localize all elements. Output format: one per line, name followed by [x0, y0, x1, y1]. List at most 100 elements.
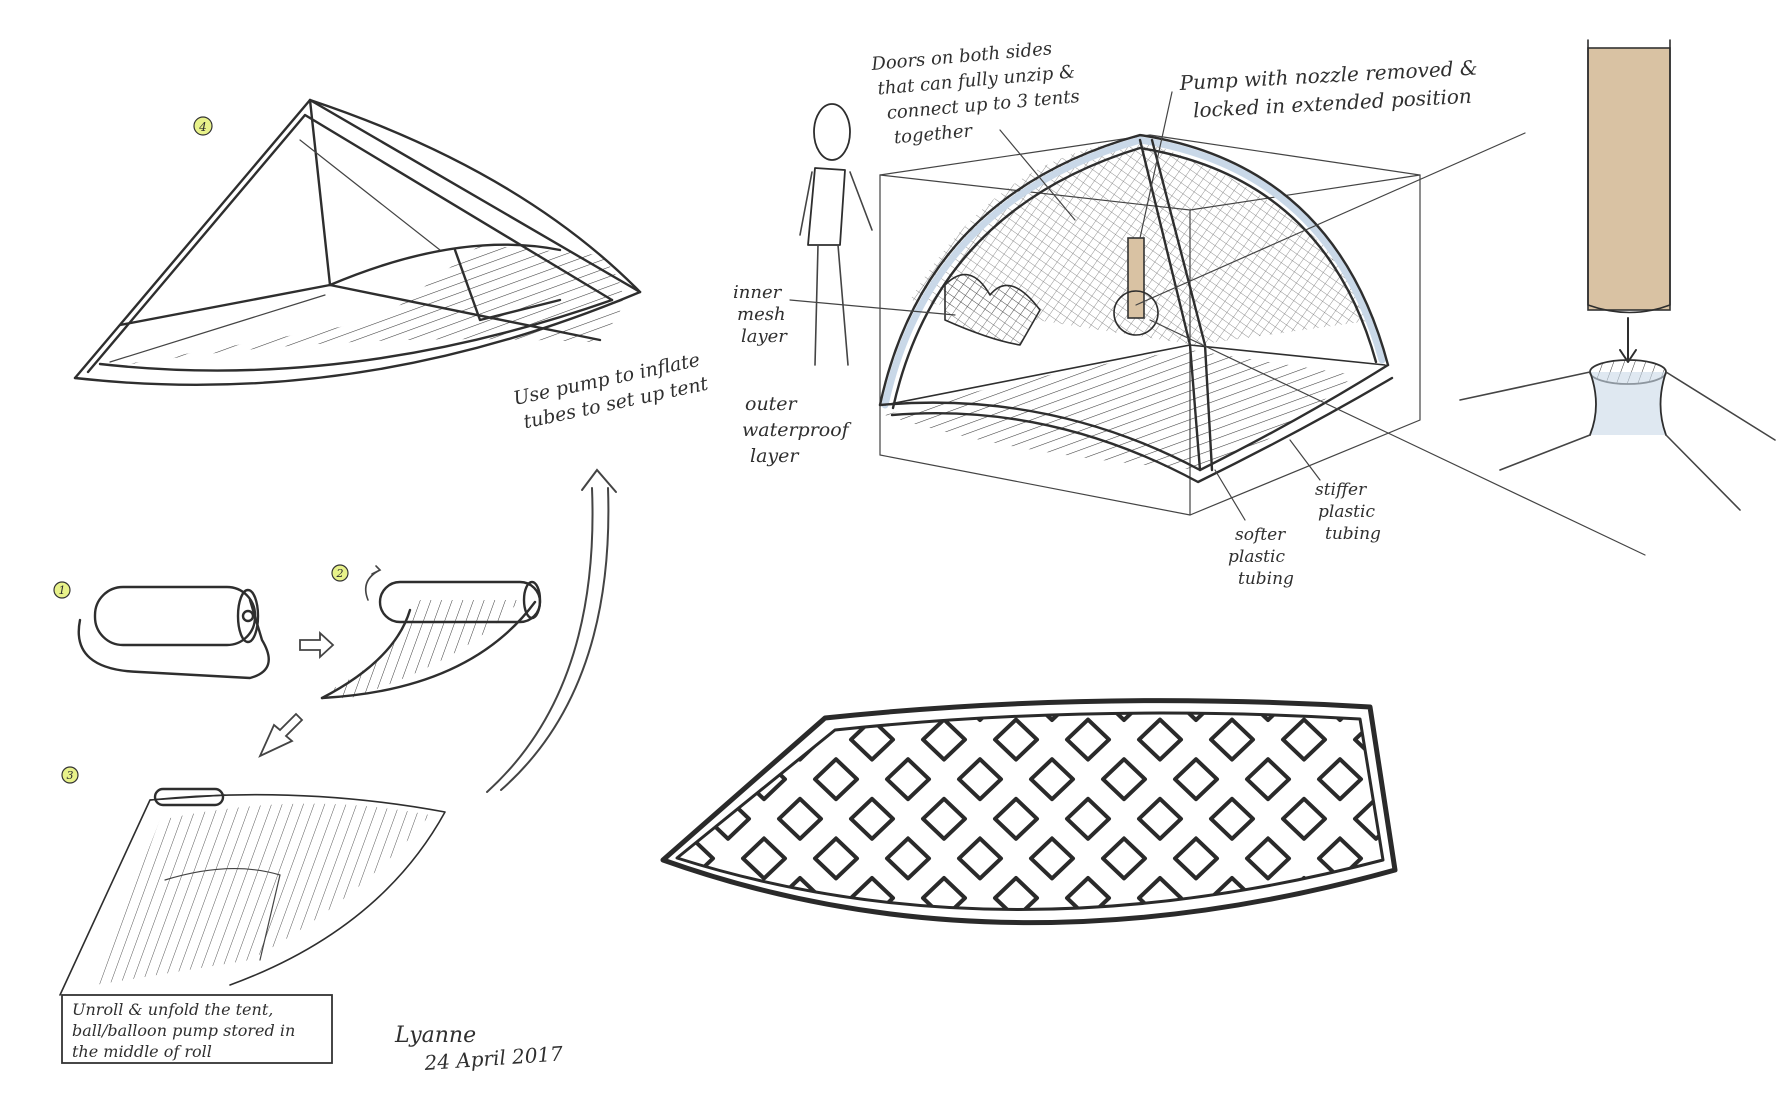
lattice-cell	[851, 640, 893, 680]
lattice-cell	[743, 601, 785, 641]
step4-tent-sketch	[75, 100, 640, 385]
inner-mesh-label: inner mesh layer	[733, 282, 791, 347]
lattice-cell	[1067, 799, 1109, 839]
lattice-cell	[491, 720, 533, 760]
lattice-cell	[707, 720, 749, 760]
lattice-cell	[635, 799, 677, 839]
lattice-cell	[1391, 680, 1433, 720]
unrolling-tent-sketch	[322, 566, 540, 700]
lattice-cell	[635, 720, 677, 760]
flat-tent-sketch	[60, 789, 445, 995]
lattice-cell	[599, 759, 641, 799]
lattice-cell	[563, 799, 605, 839]
lattice-cell	[455, 838, 497, 878]
lattice-cell	[563, 720, 605, 760]
lattice-cell	[1355, 640, 1397, 680]
lattice-cell	[563, 878, 605, 918]
svg-text:3: 3	[67, 769, 74, 782]
lattice-cell	[1571, 720, 1613, 760]
softer-label: softer plastic tubing	[1228, 525, 1294, 589]
lattice-cell	[599, 680, 641, 720]
lattice-cell	[851, 799, 893, 839]
lattice-cell	[959, 601, 1001, 641]
lattice-cell	[1031, 759, 1073, 799]
lattice-cell	[1499, 799, 1541, 839]
pump-nozzle-detail	[1460, 40, 1775, 510]
step-3-badge: 3	[62, 767, 78, 783]
lattice-cell	[923, 720, 965, 760]
lattice-cell	[1571, 878, 1613, 918]
stiffer-leader	[1290, 440, 1320, 480]
inflate-label: Use pump to inflate tubes to set up tent	[511, 348, 713, 435]
rolled-tent-sketch	[79, 587, 269, 678]
lattice-cell	[1319, 601, 1361, 641]
lattice-cell	[1031, 838, 1073, 878]
lattice-cell	[1535, 680, 1577, 720]
lattice-grid	[419, 601, 1613, 918]
lattice-cell	[743, 838, 785, 878]
pump-label: Pump with nozzle removed & locked in ext…	[1178, 55, 1486, 123]
lattice-cell	[1319, 759, 1361, 799]
lattice-cell	[1499, 878, 1541, 918]
lattice-cell	[1391, 759, 1433, 799]
lattice-cell	[1427, 640, 1469, 680]
lattice-cell	[995, 720, 1037, 760]
lattice-cell	[995, 799, 1037, 839]
lattice-cell	[455, 680, 497, 720]
lattice-cell	[599, 601, 641, 641]
lattice-cell	[1247, 601, 1289, 641]
lattice-cell	[779, 799, 821, 839]
lattice-cell	[1175, 759, 1217, 799]
svg-text:Lyanne: Lyanne	[394, 1023, 476, 1048]
lattice-cell	[887, 759, 929, 799]
lattice-cell	[1499, 720, 1541, 760]
lattice-cell	[1391, 838, 1433, 878]
arrow-2-to-3	[260, 714, 302, 756]
person-figure	[800, 104, 872, 365]
lattice-cell	[815, 759, 857, 799]
arrow-1-to-2	[300, 633, 333, 657]
outer-layer-label: outer waterproof layer	[742, 393, 855, 467]
lattice-cell	[743, 680, 785, 720]
lattice-cell	[1067, 720, 1109, 760]
lattice-cell	[1139, 720, 1181, 760]
lattice-cell	[563, 640, 605, 680]
lattice-cell	[1103, 601, 1145, 641]
lattice-cell	[671, 601, 713, 641]
lattice-cell	[815, 601, 857, 641]
doors-label: Doors on both sides that can fully unzip…	[870, 36, 1089, 150]
lattice-cell	[1427, 720, 1469, 760]
lattice-cell	[707, 640, 749, 680]
lattice-cell	[1103, 759, 1145, 799]
lattice-cell	[1139, 640, 1181, 680]
lattice-cell	[959, 759, 1001, 799]
lattice-cell	[599, 838, 641, 878]
lattice-cell	[1463, 601, 1505, 641]
lattice-cell	[1031, 601, 1073, 641]
softer-leader	[1215, 470, 1245, 520]
lattice-cell	[887, 601, 929, 641]
lattice-cell	[923, 640, 965, 680]
lattice-cell	[1283, 799, 1325, 839]
lattice-cell	[1283, 640, 1325, 680]
step-2-badge: 2	[332, 565, 348, 581]
lattice-cell	[995, 878, 1037, 918]
lattice-cell	[779, 640, 821, 680]
lattice-cell	[995, 640, 1037, 680]
lattice-cell	[1463, 838, 1505, 878]
lattice-cell	[887, 838, 929, 878]
lattice-cell	[635, 640, 677, 680]
lattice-cell	[527, 601, 569, 641]
lattice-cell	[1355, 878, 1397, 918]
lattice-cell	[635, 878, 677, 918]
lattice-cell	[1103, 838, 1145, 878]
lattice-cell	[491, 640, 533, 680]
lattice-cell	[1499, 640, 1541, 680]
step-1-badge: 1	[54, 582, 70, 598]
lattice-cell	[1463, 680, 1505, 720]
lattice-cell	[671, 680, 713, 720]
lattice-cell	[1211, 878, 1253, 918]
lattice-cell	[1535, 601, 1577, 641]
lattice-cell	[1175, 838, 1217, 878]
